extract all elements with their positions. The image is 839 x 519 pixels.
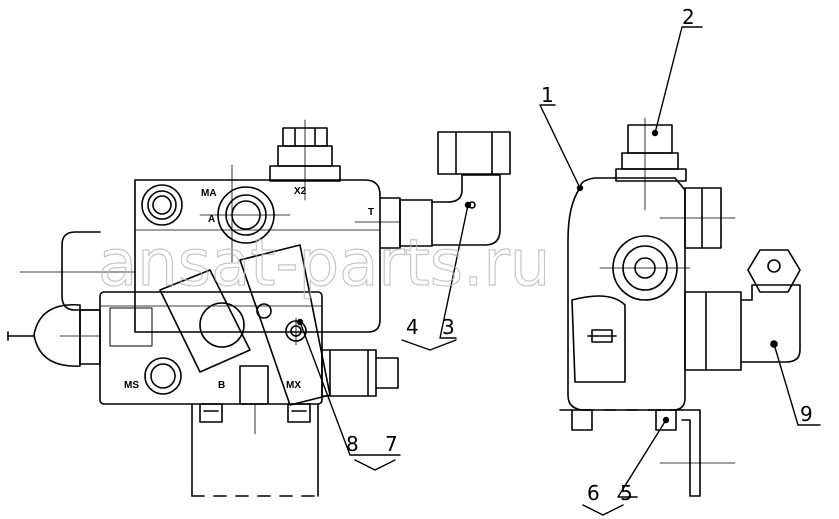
right-view xyxy=(559,117,801,497)
hex-nut xyxy=(747,249,801,293)
label-a: A xyxy=(208,214,215,225)
label-t: T xyxy=(368,207,374,218)
callout-3: 3 xyxy=(442,315,455,339)
lever-arm xyxy=(159,269,251,373)
label-ms: MS xyxy=(124,380,139,391)
port-b xyxy=(199,302,245,348)
callout-2: 2 xyxy=(682,5,695,29)
solenoid-dome xyxy=(33,303,81,367)
elbow-nut xyxy=(684,291,742,371)
name-plate xyxy=(109,307,153,347)
bolt-right xyxy=(287,403,311,423)
l-bracket xyxy=(681,409,701,497)
right-bolt-1 xyxy=(571,409,593,431)
label-ma: MA xyxy=(201,188,217,199)
connector xyxy=(321,349,377,397)
left-cylinder xyxy=(61,231,101,311)
pocket xyxy=(571,295,626,383)
label-b: B xyxy=(218,380,225,391)
callout-7: 7 xyxy=(385,432,398,456)
callout-9: 9 xyxy=(800,402,813,426)
bolt-left xyxy=(199,403,223,423)
callout-4: 4 xyxy=(406,315,419,339)
right-bolt-2 xyxy=(655,409,677,431)
leader-lines xyxy=(296,26,821,516)
label-x2: X2 xyxy=(294,186,307,197)
left-view xyxy=(7,119,511,497)
callout-8: 8 xyxy=(346,432,359,456)
top-fitting xyxy=(627,124,673,154)
callout-1: 1 xyxy=(541,83,554,107)
callout-6: 6 xyxy=(587,481,600,505)
label-mx: MX xyxy=(286,380,301,391)
upper-body xyxy=(134,179,381,333)
port-ma xyxy=(141,184,183,226)
callout-5: 5 xyxy=(620,481,633,505)
watermark: ansat-parts.ru xyxy=(98,227,550,301)
port-ms xyxy=(144,357,182,395)
